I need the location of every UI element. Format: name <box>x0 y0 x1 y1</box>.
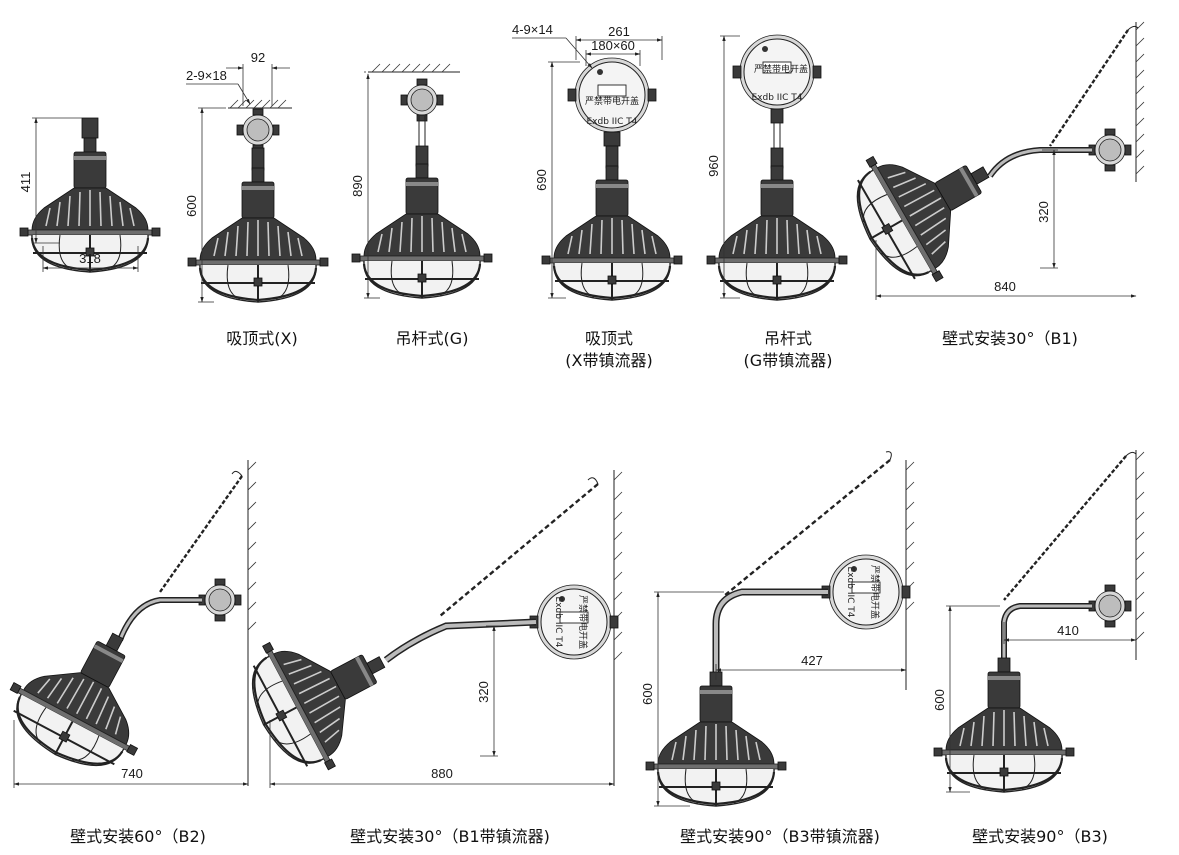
nameplate-line1-c: 严禁带电开盖 <box>577 595 589 649</box>
dim-410: 410 <box>1057 623 1079 638</box>
dim-2x9x18: 2-9×18 <box>186 68 227 83</box>
dim-740: 740 <box>121 766 143 781</box>
caption-x-ballast-1: 吸顶式 <box>585 329 633 348</box>
dim-600-b3: 600 <box>932 689 947 711</box>
dim-960: 960 <box>706 155 721 177</box>
dim-411: 411 <box>18 172 33 193</box>
caption-g-ballast-1: 吊杆式 <box>764 329 812 348</box>
nameplate-line1: 严禁带电开盖 <box>585 95 639 107</box>
caption-x: 吸顶式(X) <box>226 329 297 348</box>
caption-g-ballast-2: (G带镇流器) <box>744 351 833 370</box>
dim-600-b3b: 600 <box>640 683 655 705</box>
nameplate-line2: Exdb IIC T4 <box>587 117 638 127</box>
caption-x-ballast-2: (X带镇流器) <box>565 351 652 370</box>
dim-4x9x14: 4-9×14 <box>512 22 553 37</box>
nameplate-line2-d: Exdb IIC T4 <box>845 567 855 618</box>
variant-b1-ballast: 严禁带电开盖 Exdb IIC T4 320 880 <box>229 470 623 788</box>
caption-g: 吊杆式(G) <box>396 329 469 348</box>
caption-b3-ballast: 壁式安装90°（B3带镇流器) <box>680 827 880 846</box>
dim-840: 840 <box>994 279 1016 294</box>
variant-x-ceiling: 92 2-9×18 600 <box>184 50 330 304</box>
dim-880: 880 <box>431 766 453 781</box>
caption-b1-ballast: 壁式安装30°（B1带镇流器) <box>350 827 550 846</box>
nameplate-line1-b: 严禁带电开盖 <box>754 63 808 75</box>
dim-427: 427 <box>801 653 823 668</box>
dim-890: 890 <box>350 175 365 197</box>
caption-b2: 壁式安装60°（B2) <box>70 827 206 846</box>
variant-x: 411 318 <box>18 117 162 274</box>
variant-b3: 410 600 <box>932 450 1145 794</box>
variant-x-ballast: 严禁带电开盖 Exdb IIC T4 261 180×60 4-9×14 690 <box>512 22 684 302</box>
variant-g-ballast: 严禁带电开盖 Exdb IIC T4 960 <box>705 34 849 302</box>
dim-318: 318 <box>79 251 101 266</box>
ceiling-hatch <box>229 99 287 109</box>
dim-320-b1b: 320 <box>476 681 491 703</box>
caption-b3: 壁式安装90°（B3) <box>972 827 1108 846</box>
caption-b1: 壁式安装30°（B1) <box>942 329 1078 348</box>
variant-b2: 740 <box>0 460 257 789</box>
variant-g: 890 <box>350 63 494 300</box>
dim-180x60: 180×60 <box>591 38 635 53</box>
dim-690: 690 <box>534 169 549 191</box>
nameplate-line2-b: Exdb IIC T4 <box>752 93 803 103</box>
variant-b1: 320 840 <box>833 21 1145 301</box>
dim-600-x: 600 <box>184 195 199 217</box>
dim-320-b1: 320 <box>1036 201 1051 223</box>
variant-b3-ballast: 严禁带电开盖 Exdb IIC T4 427 600 <box>640 451 915 808</box>
nameplate-line1-d: 严禁带电开盖 <box>869 565 881 619</box>
dim-261: 261 <box>608 24 630 39</box>
dim-92: 92 <box>251 50 265 65</box>
nameplate-line2-c: Exdb IIC T4 <box>553 597 563 648</box>
